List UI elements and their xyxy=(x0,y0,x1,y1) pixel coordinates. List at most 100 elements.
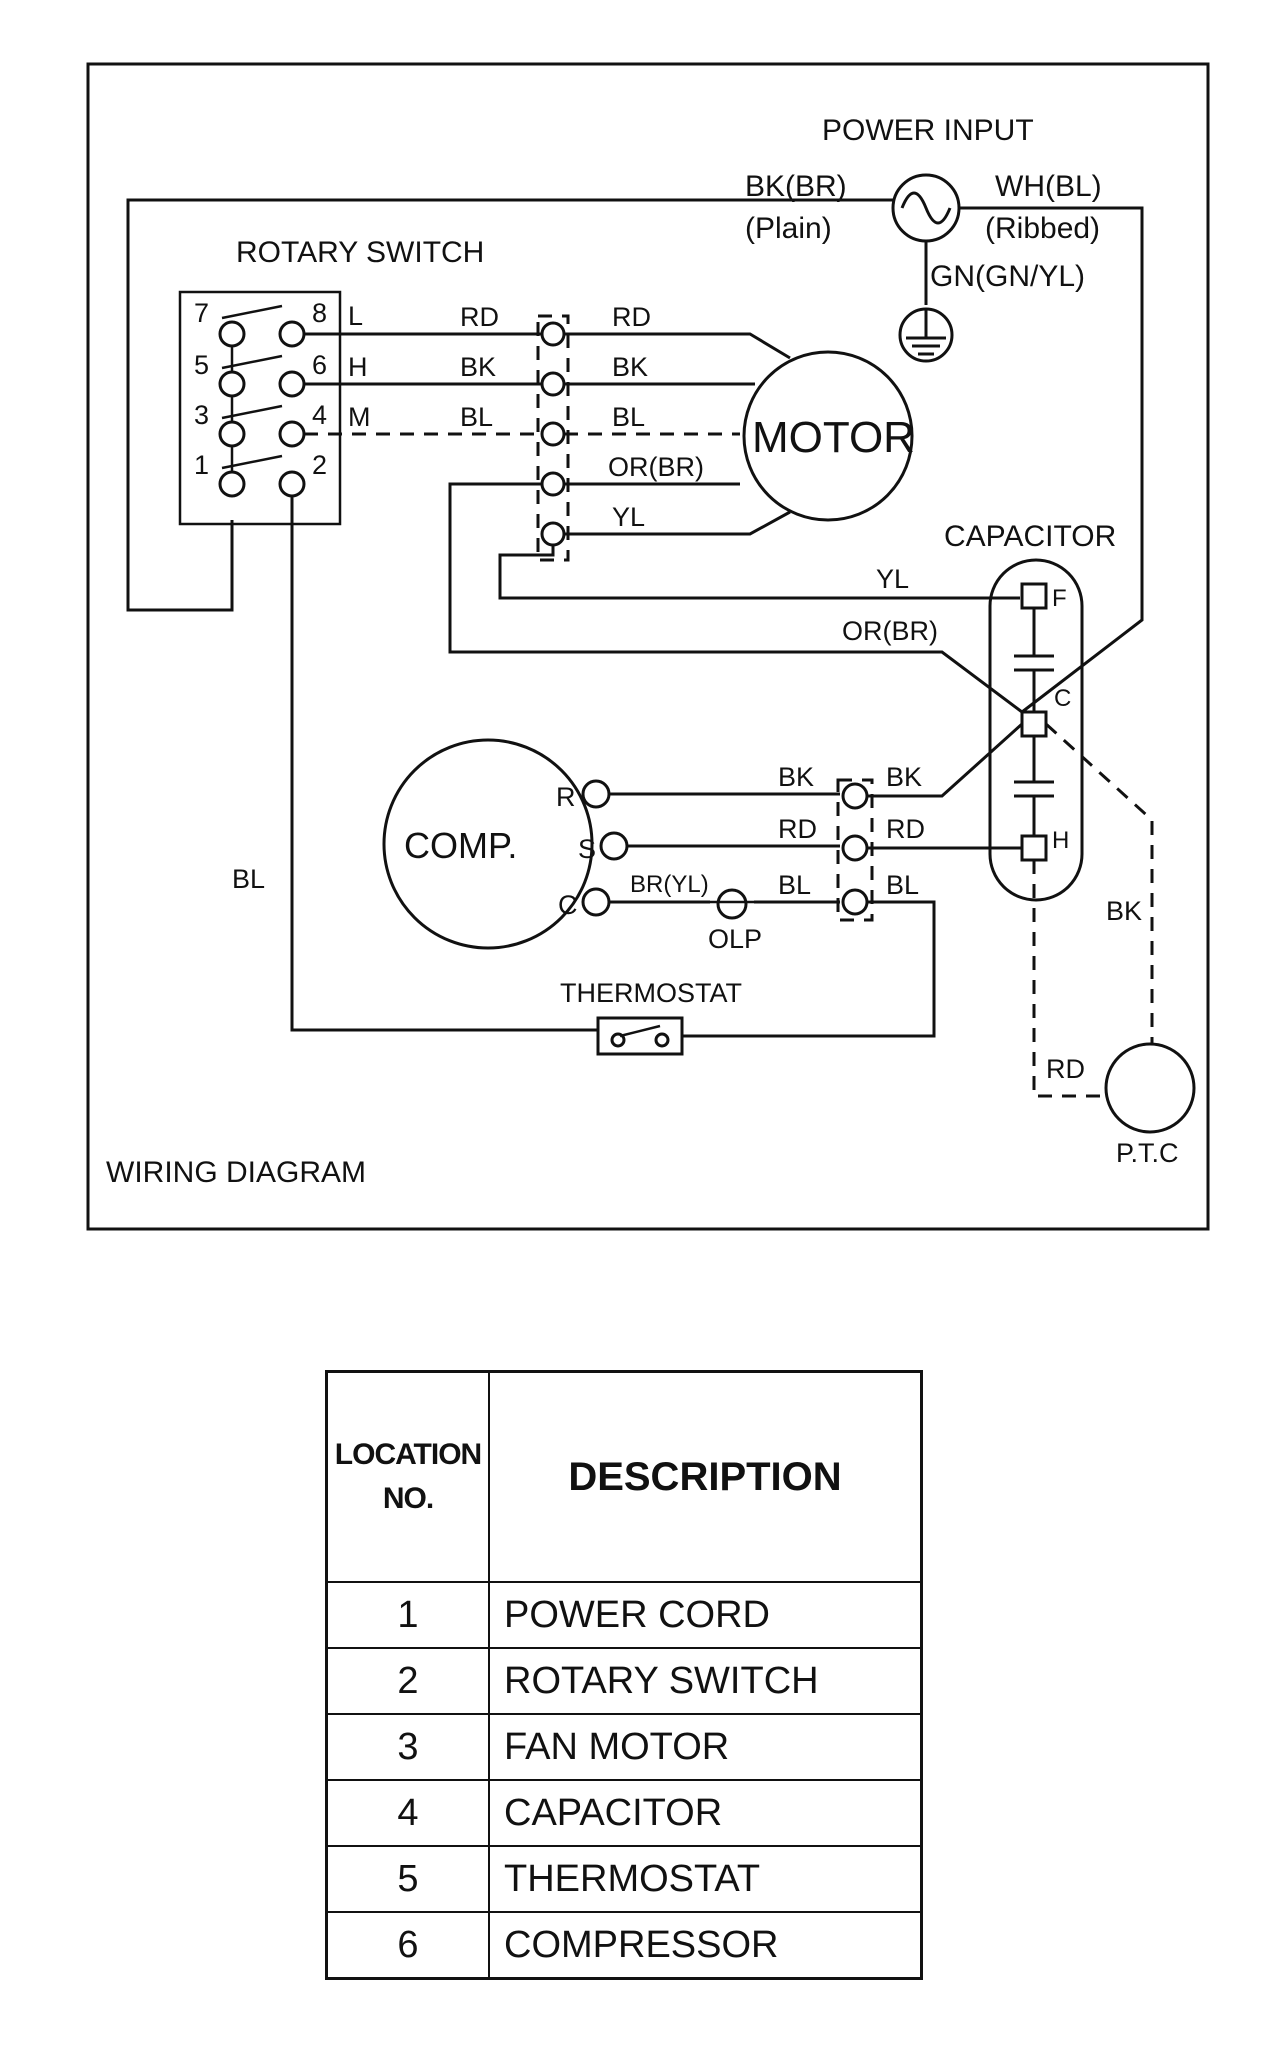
description: THERMOSTAT xyxy=(488,1845,923,1913)
table-row: 5 THERMOSTAT xyxy=(325,1845,923,1913)
description: FAN MOTOR xyxy=(488,1713,923,1781)
wire-rd-ptc xyxy=(1032,860,1106,1098)
terminal-5: 5 xyxy=(194,350,209,380)
diagram-title: WIRING DIAGRAM xyxy=(106,1156,366,1189)
motor-label: MOTOR xyxy=(752,413,915,462)
rotary-switch-label: ROTARY SWITCH xyxy=(236,236,484,269)
legend-header-row: LOCATION NO. DESCRIPTION xyxy=(325,1370,923,1583)
terminal-2: 2 xyxy=(312,450,327,480)
olp-label: OLP xyxy=(708,924,762,954)
table-row: 3 FAN MOTOR xyxy=(325,1713,923,1781)
cap-terminal-h: H xyxy=(1052,827,1069,854)
cap-yl-label: YL xyxy=(876,564,909,594)
wire-yl-label: YL xyxy=(612,502,645,532)
table-row: 2 ROTARY SWITCH xyxy=(325,1647,923,1715)
wire-yl-capacitor xyxy=(498,545,1020,600)
description: ROTARY SWITCH xyxy=(488,1647,923,1715)
location-no: 3 xyxy=(325,1713,490,1781)
power-left-wire xyxy=(126,198,893,612)
speed-l-label: L xyxy=(348,301,363,331)
thermostat-label: THERMOSTAT xyxy=(560,978,742,1008)
comp-terminal-r: R xyxy=(556,782,576,812)
power-input: POWER INPUT BK(BR) (Plain) WH(BL) (Ribbe… xyxy=(745,114,1102,363)
cap-terminal-f: F xyxy=(1052,585,1067,612)
wire-br-label: BR(YL) xyxy=(630,871,709,898)
motor-body xyxy=(742,350,914,522)
wire-bk-label-left: BK xyxy=(460,352,496,382)
ground-wire-label: GN(GN/YL) xyxy=(930,260,1085,293)
terminal-7: 7 xyxy=(194,298,209,328)
speed-h-label: H xyxy=(348,352,368,382)
wire-bl-label: BL xyxy=(232,864,265,894)
rotary-switch: ROTARY SWITCH 7 8 5 6 3 4 1 2 L H M xyxy=(178,236,484,526)
table-row: 6 COMPRESSOR xyxy=(325,1911,923,1980)
thermostat: THERMOSTAT xyxy=(560,978,742,1056)
cap-or-label: OR(BR) xyxy=(842,616,938,646)
terminal-8: 8 xyxy=(312,298,327,328)
diagram-frame xyxy=(86,62,1210,1231)
capacitor-label: CAPACITOR xyxy=(944,520,1116,553)
description-header: DESCRIPTION xyxy=(488,1370,923,1583)
ptc-body xyxy=(1104,1042,1196,1134)
compressor-body xyxy=(382,738,594,950)
comp-wire-bl-left: BL xyxy=(778,870,811,900)
description: COMPRESSOR xyxy=(488,1911,923,1980)
power-right-note: (Ribbed) xyxy=(985,212,1100,245)
location-header-line2: NO. xyxy=(382,1482,434,1515)
wiring-diagram: POWER INPUT BK(BR) (Plain) WH(BL) (Ribbe… xyxy=(86,62,1210,1231)
comp-terminal-s: S xyxy=(578,834,596,864)
capacitor-body xyxy=(988,558,1084,902)
location-no: 6 xyxy=(325,1911,490,1980)
location-legend-table: LOCATION NO. DESCRIPTION 1 POWER CORD 2 … xyxy=(325,1370,923,1980)
comp-wire-rd-right: RD xyxy=(886,814,925,844)
table-row: 1 POWER CORD xyxy=(325,1581,923,1649)
wire-bl-label-left: BL xyxy=(460,402,493,432)
compressor: COMP. R S C xyxy=(382,738,629,950)
capacitor: CAPACITOR F C H xyxy=(944,520,1116,902)
motor-terminal-block xyxy=(536,314,570,562)
wire-rd-label-right: RD xyxy=(612,302,651,332)
location-no-header: LOCATION NO. xyxy=(325,1370,490,1583)
terminal-6: 6 xyxy=(312,350,327,380)
ptc-label: P.T.C xyxy=(1116,1138,1179,1168)
wire-bl-label-right: BL xyxy=(612,402,645,432)
speed-m-label: M xyxy=(348,402,371,432)
comp-wire-bl-right: BL xyxy=(886,870,919,900)
terminal-4: 4 xyxy=(312,400,327,430)
compressor-label: COMP. xyxy=(404,825,517,866)
rotary-switch-body xyxy=(178,290,342,526)
location-no: 1 xyxy=(325,1581,490,1649)
power-input-label: POWER INPUT xyxy=(822,114,1034,147)
location-no: 4 xyxy=(325,1779,490,1847)
power-right-wire-label: WH(BL) xyxy=(995,170,1102,203)
wire-or-label: OR(BR) xyxy=(608,452,704,482)
wire-or-capacitor xyxy=(448,482,1023,714)
compressor-terminal-block xyxy=(836,778,874,922)
thermostat-body xyxy=(596,1016,684,1056)
description: CAPACITOR xyxy=(488,1779,923,1847)
fan-motor: MOTOR xyxy=(742,350,915,522)
ptc: P.T.C xyxy=(1104,1042,1196,1168)
location-no: 2 xyxy=(325,1647,490,1715)
wire-bl-thermostat xyxy=(682,900,936,1038)
terminal-1: 1 xyxy=(194,450,209,480)
wire-bk-label-right: BK xyxy=(612,352,648,382)
olp: OLP xyxy=(708,888,762,954)
comp-wire-bk-right: BK xyxy=(886,762,922,792)
comp-wire-rd-left: RD xyxy=(778,814,817,844)
power-left-wire-label: BK(BR) xyxy=(745,170,847,203)
wire-bk-ptc-label: BK xyxy=(1106,896,1142,926)
comp-terminal-c: C xyxy=(558,890,578,920)
description: POWER CORD xyxy=(488,1581,923,1649)
wire-rd-label-left: RD xyxy=(460,302,499,332)
terminal-3: 3 xyxy=(194,400,209,430)
wire-bl-switch-thermostat xyxy=(290,496,598,1032)
wire-rd-ptc-label: RD xyxy=(1046,1054,1085,1084)
cap-terminal-c: C xyxy=(1054,685,1071,712)
ac-wave-icon xyxy=(900,191,952,225)
comp-wire-bk-left: BK xyxy=(778,762,814,792)
location-no: 5 xyxy=(325,1845,490,1913)
location-header-line1: LOCATION xyxy=(334,1438,482,1471)
wire-bk-ptc xyxy=(1044,722,1154,1044)
power-left-note: (Plain) xyxy=(745,212,832,245)
